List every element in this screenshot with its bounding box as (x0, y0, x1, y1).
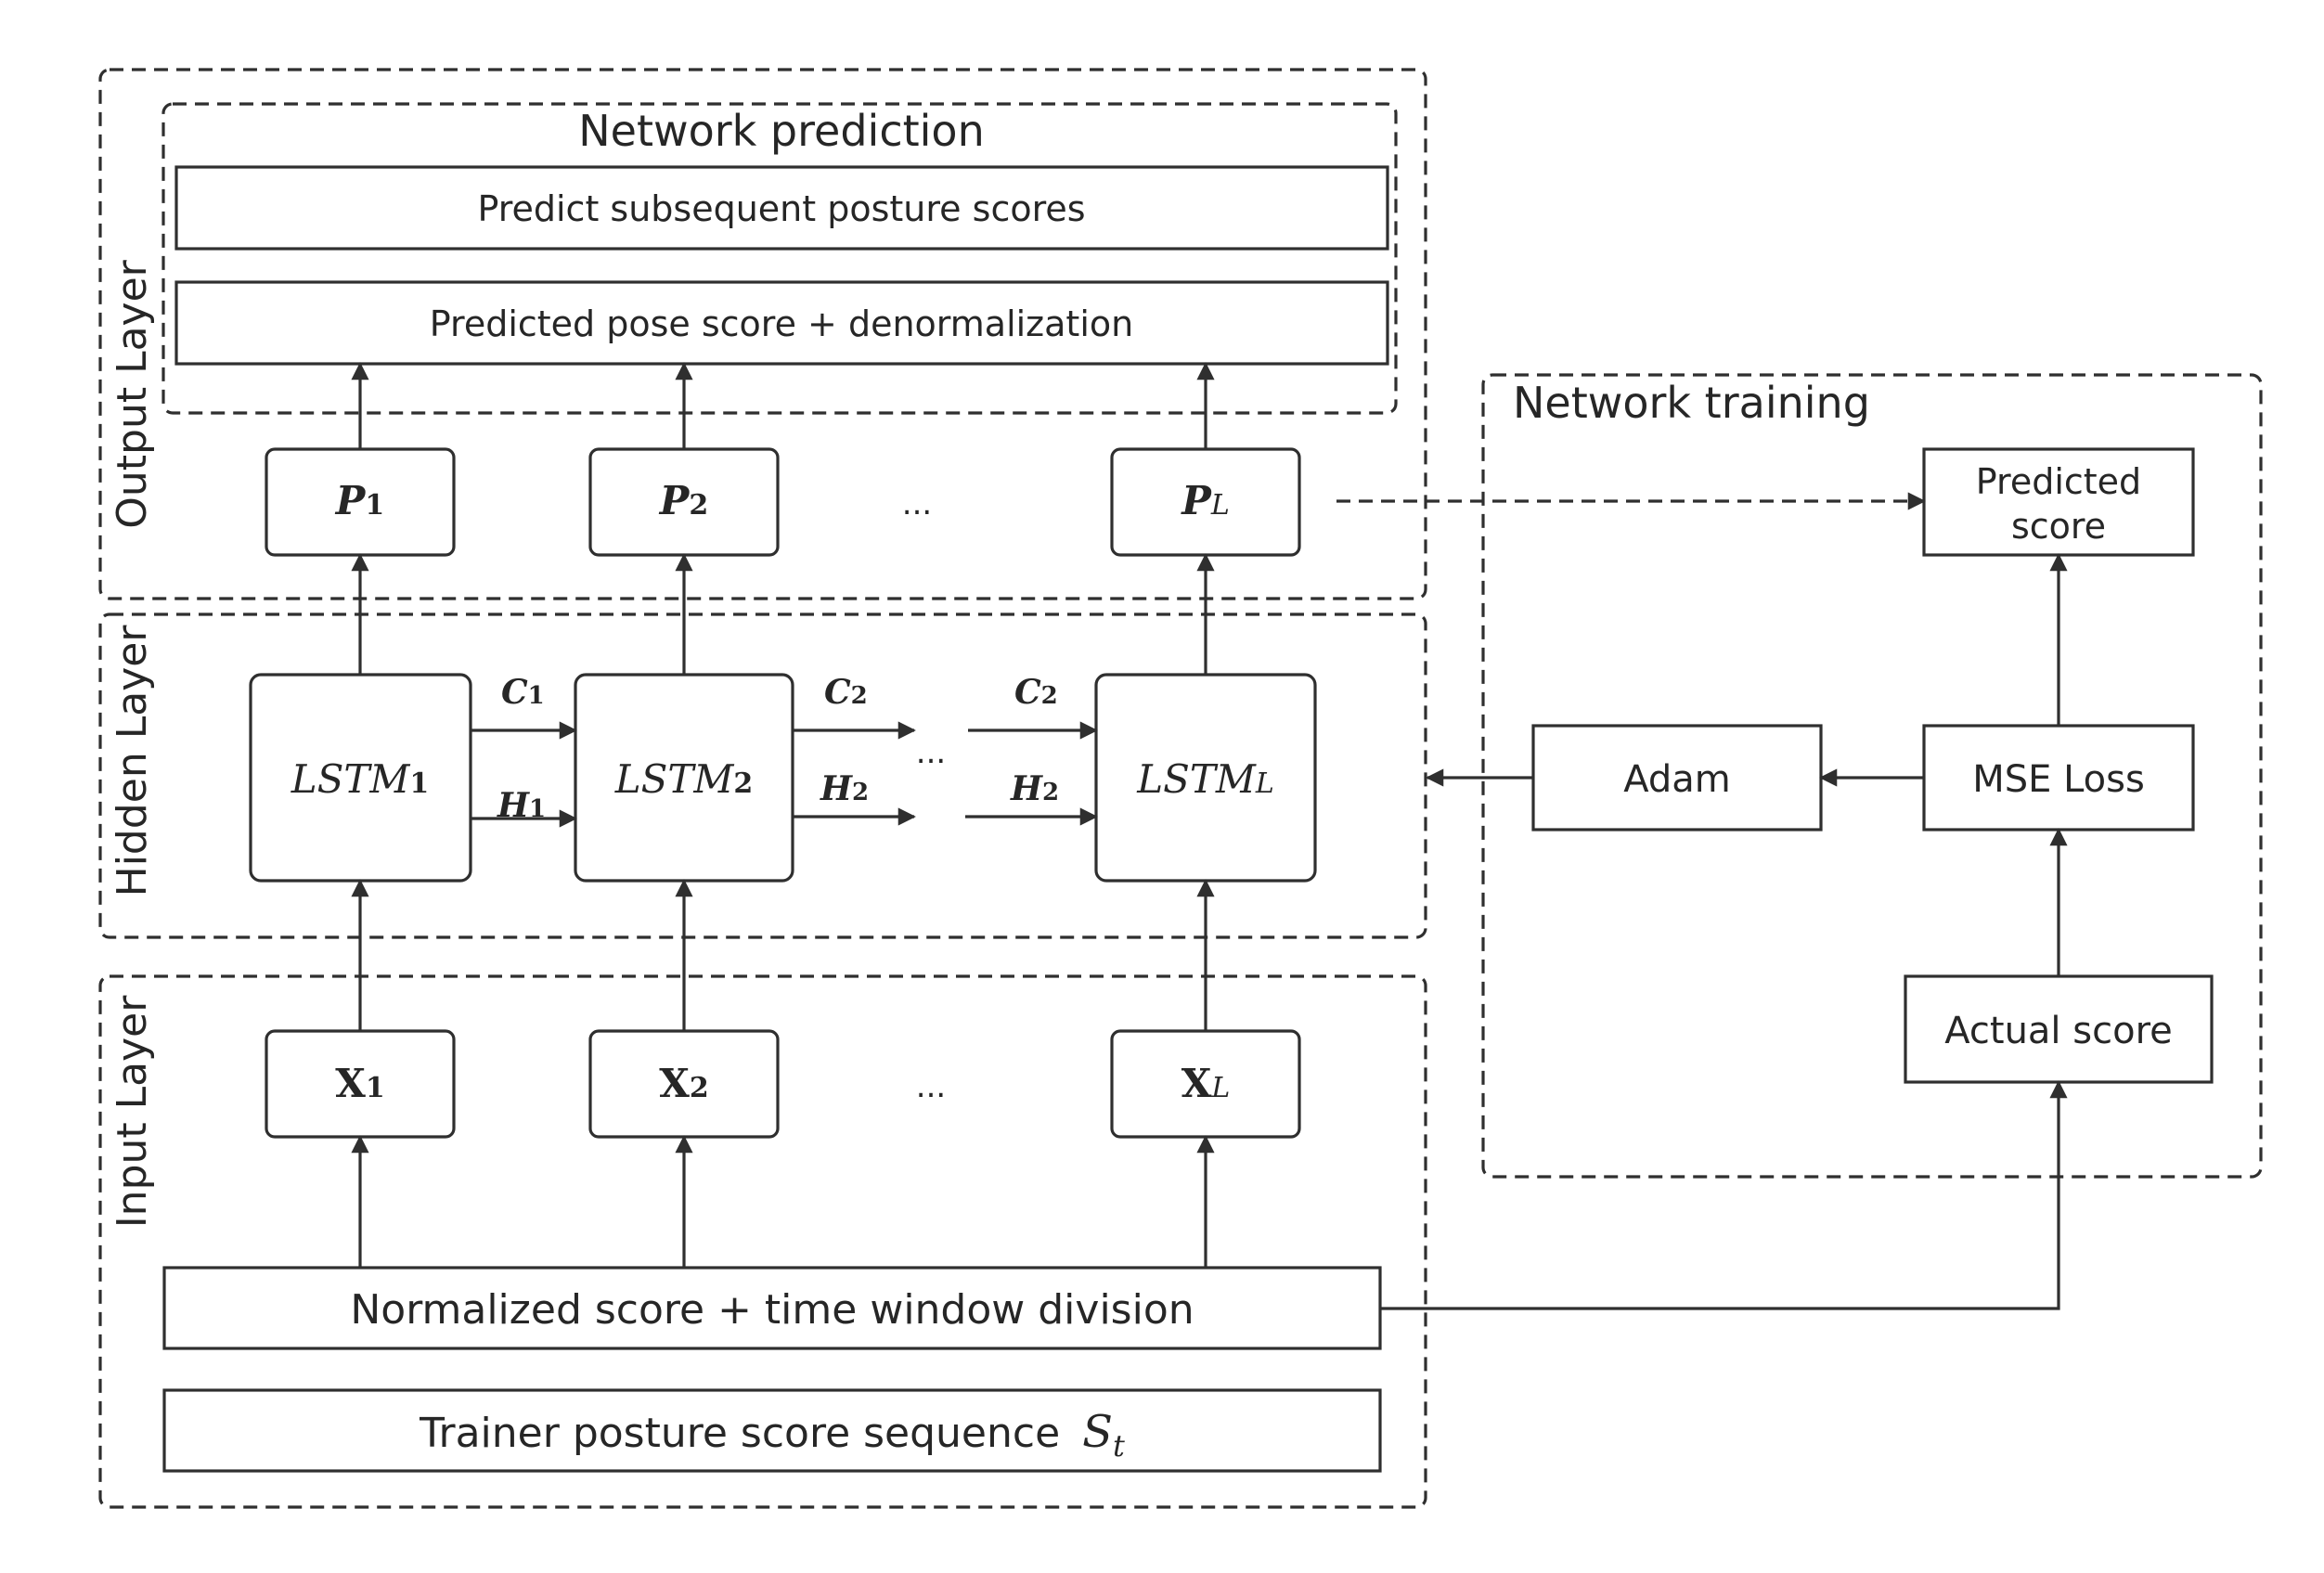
normalized-label: Normalized score + time window division (350, 1286, 1194, 1334)
mse-loss-label: MSE Loss (1972, 758, 2145, 801)
h2b-label: H2 (1010, 769, 1059, 808)
actual-score-label: Actual score (1944, 1010, 2173, 1052)
pl-label: PL (1181, 478, 1230, 523)
predicted-score-label-2: score (2011, 506, 2106, 547)
p2-label: P2 (659, 478, 708, 523)
predict-subsequent-label: Predict subsequent posture scores (477, 188, 1085, 229)
predict-subsequent-box (174, 165, 1389, 251)
c2-label: C2 (824, 673, 868, 712)
denormalization-label: Predicted pose score + denormalization (430, 303, 1133, 344)
network-training-title: Network training (1513, 378, 1870, 428)
network-prediction-title: Network prediction (578, 106, 984, 156)
lstm1-label: LSTM1 (290, 756, 430, 802)
c2b-label: C2 (1014, 673, 1058, 712)
hidden-layer-container (98, 612, 1427, 939)
input-layer-label: Input Layer (109, 995, 156, 1229)
lstm2-label: LSTM2 (614, 756, 754, 802)
input-ellipsis: ... (916, 1068, 946, 1105)
adam-box (1531, 724, 1823, 832)
hidden-layer-label: Hidden Layer (109, 625, 156, 897)
lstml-label: LSTML (1136, 756, 1274, 802)
c1-label: C1 (501, 673, 545, 712)
arrow-normalized-to-actual (1380, 1080, 2068, 1310)
h2-label: H2 (820, 769, 869, 808)
sequence-box (162, 1388, 1382, 1473)
network-prediction-container (161, 102, 1398, 415)
xl-label: XL (1181, 1061, 1231, 1106)
mse-loss-box (1922, 724, 2195, 832)
output-ellipsis: ... (902, 485, 932, 522)
x2-label: X2 (659, 1061, 708, 1106)
normalized-box (162, 1266, 1382, 1350)
p1-label: P1 (335, 478, 384, 523)
output-layer-label: Output Layer (109, 259, 156, 528)
denormalization-box (174, 280, 1389, 366)
actual-score-box (1904, 974, 2214, 1084)
network-training-container (1481, 373, 2263, 1179)
predicted-score-label-1: Predicted (1976, 461, 2141, 502)
x1-label: X1 (335, 1061, 384, 1106)
adam-label: Adam (1623, 758, 1731, 801)
lstm-ellipsis: ... (916, 734, 946, 771)
output-layer-container (98, 68, 1427, 600)
input-layer-container (98, 974, 1427, 1509)
